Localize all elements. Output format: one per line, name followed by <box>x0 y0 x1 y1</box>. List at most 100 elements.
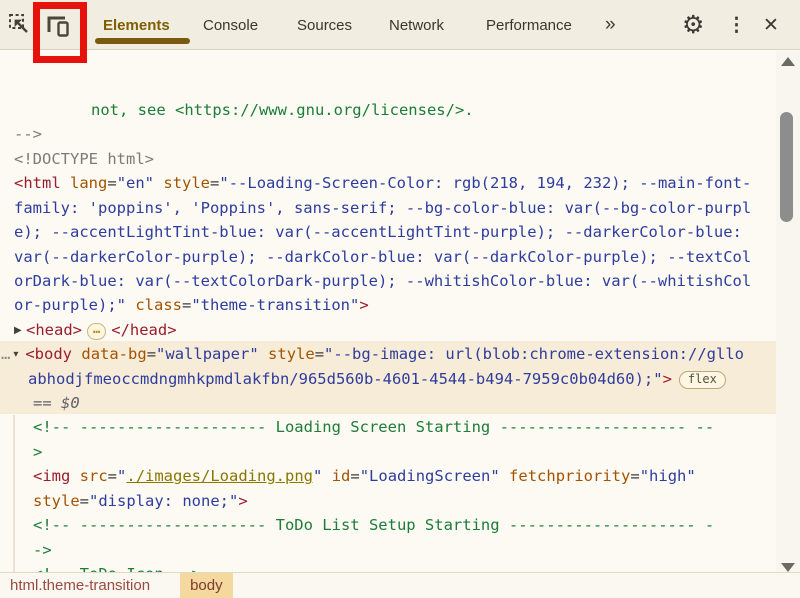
code-line[interactable]: not, see <https://www.gnu.org/licenses/>… <box>91 98 474 122</box>
code-token: = <box>630 467 640 486</box>
code-token: = <box>107 174 117 193</box>
gear-icon: ⚙ <box>682 11 705 39</box>
code-token: = <box>146 345 157 364</box>
breadcrumb-item-html[interactable]: html.theme-transition <box>10 577 151 594</box>
code-line[interactable]: var(--darkerColor-purple); --darkColor-b… <box>14 245 751 269</box>
code-token: id <box>331 467 351 486</box>
inspect-element-button[interactable] <box>6 13 32 39</box>
vertical-scrollbar[interactable] <box>776 51 800 572</box>
flex-badge: flex <box>678 370 726 389</box>
scroll-up-arrow-icon[interactable] <box>781 57 795 66</box>
code-token: style <box>163 174 211 193</box>
code-token: " <box>117 467 127 486</box>
tab-sources[interactable]: Sources <box>297 16 353 34</box>
three-dots-icon: ⋮ <box>727 14 746 36</box>
code-token: <!DOCTYPE html> <box>14 149 154 168</box>
code-line[interactable]: <img src="./images/Loading.png" id="Load… <box>33 464 696 488</box>
code-token: " <box>313 467 323 486</box>
code-token: <!-- -------------------- ToDo List Setu… <box>33 516 715 535</box>
elements-tree: not, see <https://www.gnu.org/licenses/>… <box>0 51 800 598</box>
code-token: class <box>135 296 182 315</box>
code-token: > <box>238 491 248 510</box>
annotation-highlight-box <box>33 2 87 63</box>
code-token <box>70 467 79 485</box>
code-line[interactable]: <!-- -------------------- Loading Screen… <box>33 415 714 439</box>
code-token: > <box>662 369 672 388</box>
code-token: --> <box>14 125 42 144</box>
indent-guide-line <box>13 415 15 598</box>
code-line[interactable]: orDark-blue: var(--textColorDark-purple)… <box>14 269 751 293</box>
code-token <box>500 467 509 485</box>
code-token: style <box>268 345 315 364</box>
code-token: -> <box>33 540 52 559</box>
code-token <box>72 345 81 363</box>
code-token <box>259 345 268 363</box>
code-token: == $0 <box>33 394 80 413</box>
code-token <box>154 174 163 192</box>
code-token: > <box>33 442 43 461</box>
node-menu-dots-icon[interactable]: … <box>1 345 12 364</box>
active-tab-underline <box>95 38 190 44</box>
code-line[interactable]: e); --accentLightTint-blue: var(--accent… <box>14 220 742 244</box>
code-token <box>126 296 135 314</box>
collapsed-arrow-icon[interactable]: ▶ <box>14 324 22 336</box>
breadcrumb-item-body[interactable]: body <box>180 572 233 598</box>
code-token: fetchpriority <box>509 467 631 486</box>
code-line[interactable]: style="display: none;"> <box>33 489 248 513</box>
code-token: data-bg <box>81 345 147 364</box>
close-devtools-button[interactable]: ✕ <box>763 0 779 50</box>
code-line[interactable]: family: 'poppins', 'Poppins', sans-serif… <box>14 196 751 220</box>
code-token: or-purple);" <box>14 296 126 315</box>
devtools-menu-button[interactable]: ⋮ <box>727 0 746 50</box>
tab-network[interactable]: Network <box>389 16 445 34</box>
code-token: var(--darkerColor-purple); --darkColor-b… <box>14 247 752 266</box>
code-token: "--bg-image: url(blob:chrome-extension:/… <box>324 345 744 364</box>
code-line[interactable]: abhodjfmeoccmdngmhkpmdlakfbn/965d560b-46… <box>28 367 726 391</box>
code-token: abhodjfmeoccmdngmhkpmdlakfbn/965d560b-46… <box>28 369 663 388</box>
code-token: <html <box>14 174 61 193</box>
scroll-down-arrow-icon[interactable] <box>781 563 795 572</box>
resource-link[interactable]: ./images/Loading.png <box>126 467 313 486</box>
code-token: "wallpaper" <box>156 345 259 364</box>
code-line[interactable]: <!DOCTYPE html> <box>14 147 154 171</box>
code-token: "--Loading-Screen-Color: rgb(218, 194, 2… <box>219 174 752 193</box>
expanded-arrow-icon[interactable]: ▾ <box>13 349 19 361</box>
code-token: orDark-blue: var(--textColorDark-purple)… <box>14 271 752 290</box>
code-token: = <box>182 296 192 315</box>
code-line[interactable]: or-purple);" class="theme-transition"> <box>14 293 369 317</box>
code-line[interactable]: > <box>33 440 42 464</box>
code-token: </head> <box>111 320 177 339</box>
code-token: style <box>33 491 80 510</box>
devtools-toolbar: Elements Console Sources Network Performance… <box>0 0 800 50</box>
tab-elements[interactable]: Elements <box>103 16 170 34</box>
tab-console[interactable]: Console <box>203 16 259 34</box>
code-token: <img <box>33 467 71 486</box>
code-token: e); --accentLightTint-blue: var(--accent… <box>14 223 742 242</box>
scrollbar-thumb[interactable] <box>780 112 793 222</box>
code-token: lang <box>70 174 108 193</box>
code-line[interactable]: --> <box>14 122 42 146</box>
code-line[interactable]: ▶ <head> …</head> <box>14 318 177 343</box>
inspect-cursor-icon <box>7 12 31 41</box>
collapsed-content-ellipsis-badge[interactable]: … <box>87 322 107 340</box>
code-line[interactable]: -> <box>33 538 52 562</box>
code-token: <head> <box>26 320 82 339</box>
code-token: "LoadingScreen" <box>359 467 500 486</box>
code-line[interactable]: <html lang="en" style="--Loading-Screen-… <box>14 171 751 195</box>
code-line[interactable]: …▾<body data-bg="wallpaper" style="--bg-… <box>1 342 744 367</box>
code-line[interactable]: <!-- -------------------- ToDo List Setu… <box>33 513 714 537</box>
settings-button[interactable]: ⚙ <box>682 0 704 50</box>
more-panels-button[interactable]: » <box>605 14 616 35</box>
tab-performance[interactable]: Performance <box>486 16 572 34</box>
code-token: <body <box>25 345 73 364</box>
code-token: = <box>314 345 325 364</box>
device-toolbar-icon <box>45 13 71 42</box>
code-token: "en" <box>116 174 155 193</box>
code-token <box>61 174 70 192</box>
selected-node-highlight <box>0 341 776 414</box>
code-token <box>322 467 331 485</box>
toggle-device-toolbar-button[interactable] <box>45 14 71 40</box>
code-line[interactable]: == $0 <box>33 391 80 415</box>
code-token: "high" <box>639 467 696 486</box>
